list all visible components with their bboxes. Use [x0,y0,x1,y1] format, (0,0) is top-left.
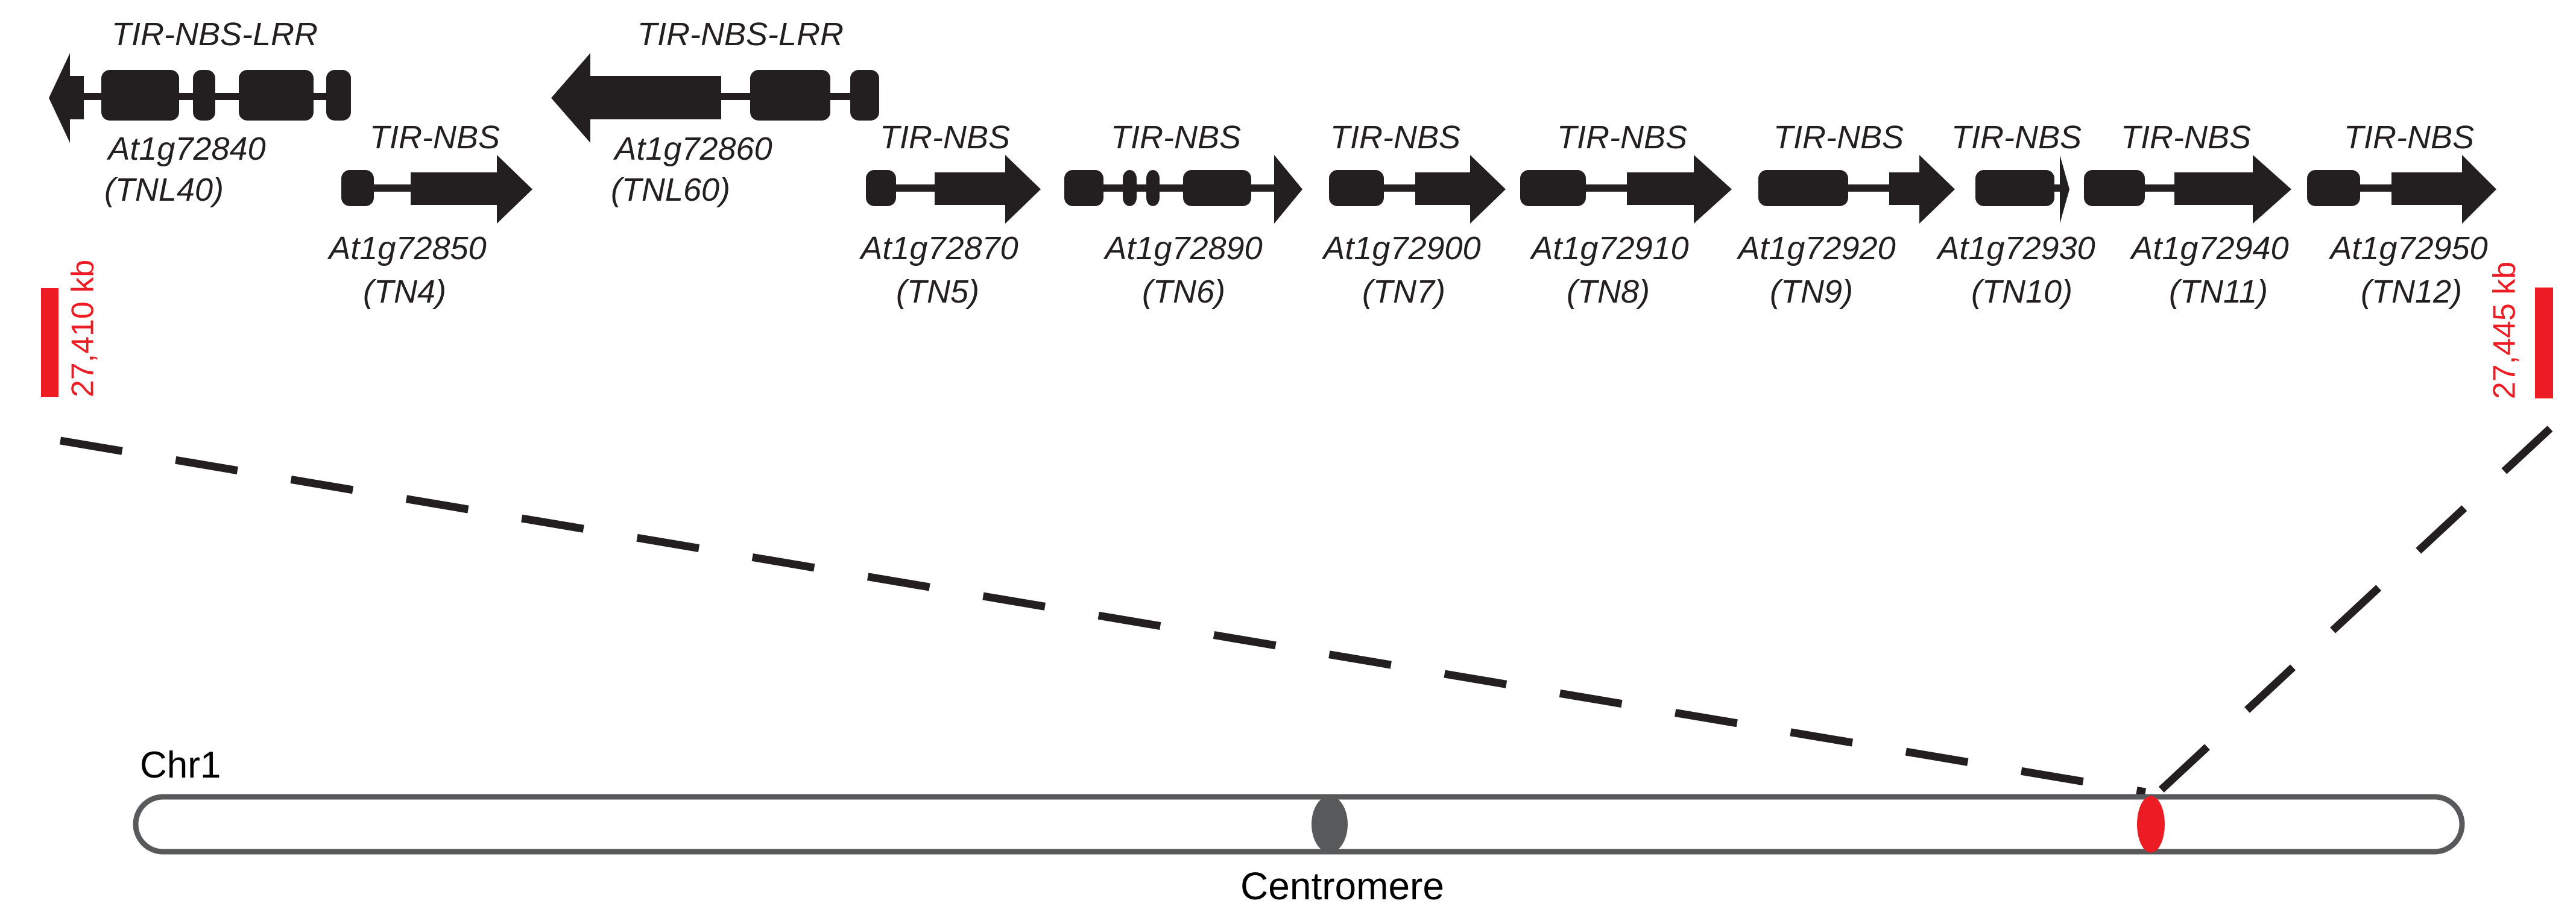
chromosome-ideogram: Chr1 Centromere [133,744,2465,908]
exon-block [2307,170,2360,206]
gene-name-label: (TNL60) [611,172,730,208]
exon-block [750,70,830,121]
gene-At1g72910: TIR-NBS At1g72910 (TN8) [1520,119,1732,310]
gene-name-label: (TN4) [363,274,446,310]
gene-At1g72860: TIR-NBS-LRR At1g72860 (TNL60) [551,16,879,208]
centromere-label: Centromere [1240,864,1444,908]
chromosome-label: Chr1 [140,744,221,786]
gene-domain-label: TIR-NBS [370,119,500,156]
gene-id-label: At1g72940 [2129,230,2288,266]
strand-arrowhead [551,53,590,143]
gene-name-label: (TN7) [1362,274,1445,310]
exon-block [1123,170,1137,206]
arrow-body [1889,172,1919,205]
exon-block [850,70,879,121]
arrow-body [2174,172,2253,205]
chromosome-body [133,794,2465,855]
exon-block [1975,170,2054,206]
gene-id-label: At1g72910 [1529,230,1688,266]
scale-marker-left: 27,410 kb [41,260,101,397]
strand-arrowhead [1470,155,1506,224]
arrow-body [411,172,497,205]
strand-arrowhead [1919,155,1955,224]
strand-arrowhead [2060,155,2069,224]
gene-At1g72850: TIR-NBS At1g72850 (TN4) [327,119,532,310]
gene-At1g72920: TIR-NBS At1g72920 (TN9) [1736,119,1955,310]
scale-bar-left [41,288,58,397]
gene-domain-label: TIR-NBS [1773,119,1904,156]
gene-id-label: At1g72870 [859,230,1018,266]
zoom-connector-right [2156,426,2553,795]
gene-At1g72930: TIR-NBS At1g72930 (TN10) [1936,119,2095,310]
gene-domain-label: TIR-NBS [2344,119,2474,156]
strand-arrowhead [2253,155,2291,224]
gene-name-label: (TN8) [1567,274,1650,310]
gene-id-label: At1g72920 [1736,230,1895,266]
arrow-body [70,76,84,119]
arrow-body [935,172,1005,205]
exon-block [1064,170,1103,206]
gene-name-label: (TN6) [1142,274,1225,310]
gene-domain-label: TIR-NBS [2121,119,2251,156]
strand-arrowhead [1694,155,1732,224]
gene-id-label: At1g72840 [106,131,265,167]
gene-domain-label: TIR-NBS-LRR [112,16,318,52]
strand-arrowhead [1274,155,1302,224]
gene-name-label: (TN5) [896,274,979,310]
arrow-body [2391,172,2462,205]
gene-At1g72870: TIR-NBS At1g72870 (TN5) [859,119,1041,310]
gene-name-label: (TNL40) [104,172,224,208]
gene-id-label: At1g72890 [1103,230,1262,266]
exon-block [1520,170,1586,206]
centromere-marker [1312,796,1348,853]
gene-name-label: (TN10) [1971,274,2072,310]
gene-At1g72840: TIR-NBS-LRR At1g72840 (TNL40) [49,16,351,208]
gene-domain-label: TIR-NBS [1330,119,1460,156]
scale-bar-right [2535,288,2553,398]
gene-name-label: (TN11) [2169,274,2268,310]
exon-block [193,70,215,121]
exon-block [1758,170,1848,206]
scale-marker-right: 27,445 kb [2487,262,2553,399]
gene-id-label: At1g72950 [2328,230,2487,266]
genes-layer: TIR-NBS-LRR At1g72840 (TNL40) TIR-NBS At1g72… [49,16,2496,310]
gene-domain-label: TIR-NBS [1111,119,1241,156]
gene-At1g72940: TIR-NBS At1g72940 (TN11) [2084,119,2291,310]
exon-block [326,70,351,121]
cluster-locus-marker [2137,796,2165,853]
arrow-body [1415,172,1470,205]
gene-name-label: (TN12) [2361,274,2462,310]
scale-label-right: 27,445 kb [2487,262,2522,399]
exon-block [341,170,374,206]
gene-At1g72950: TIR-NBS At1g72950 (TN12) [2307,119,2496,310]
exon-block [1146,170,1160,206]
gene-At1g72890: TIR-NBS At1g72890 (TN6) [1064,119,1302,310]
gene-id-label: At1g72860 [613,131,772,167]
exon-block [101,70,179,121]
strand-arrowhead [2462,155,2496,224]
exon-block [2084,170,2145,206]
zoom-connector-left [59,436,2147,796]
gene-domain-label: TIR-NBS-LRR [637,16,844,52]
gene-domain-label: TIR-NBS [880,119,1010,156]
gene-id-label: At1g72850 [327,230,486,266]
arrow-body [590,76,721,119]
scale-label-left: 27,410 kb [66,260,101,397]
strand-arrowhead [49,53,70,143]
exon-block [239,70,314,121]
gene-domain-label: TIR-NBS [1557,119,1687,156]
exon-block [1329,170,1384,206]
strand-arrowhead [1005,155,1041,224]
gene-domain-label: TIR-NBS [1951,119,2082,156]
strand-arrowhead [497,155,532,224]
arrow-body [1627,172,1694,205]
gene-At1g72900: TIR-NBS At1g72900 (TN7) [1321,119,1506,310]
gene-name-label: (TN9) [1770,274,1853,310]
exon-block [866,170,896,206]
gene-id-label: At1g72930 [1936,230,2095,266]
gene-id-label: At1g72900 [1321,230,1480,266]
exon-block [1183,170,1251,206]
